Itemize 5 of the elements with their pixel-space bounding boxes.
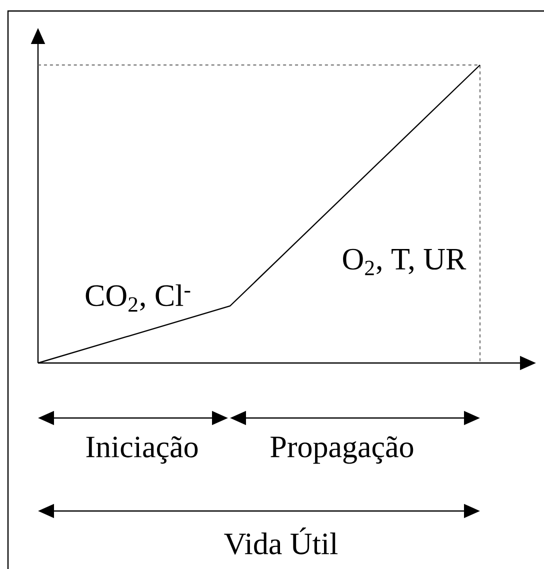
- phase-label: Vida Útil: [224, 527, 338, 555]
- phase-label: Propagação: [270, 436, 414, 464]
- curve-label: CO$_{2}$, Cl$^{-}$: [86, 284, 190, 312]
- phase-label: Iniciação: [86, 436, 198, 464]
- curve-label: O$_{2}$, T, UR: [343, 248, 466, 276]
